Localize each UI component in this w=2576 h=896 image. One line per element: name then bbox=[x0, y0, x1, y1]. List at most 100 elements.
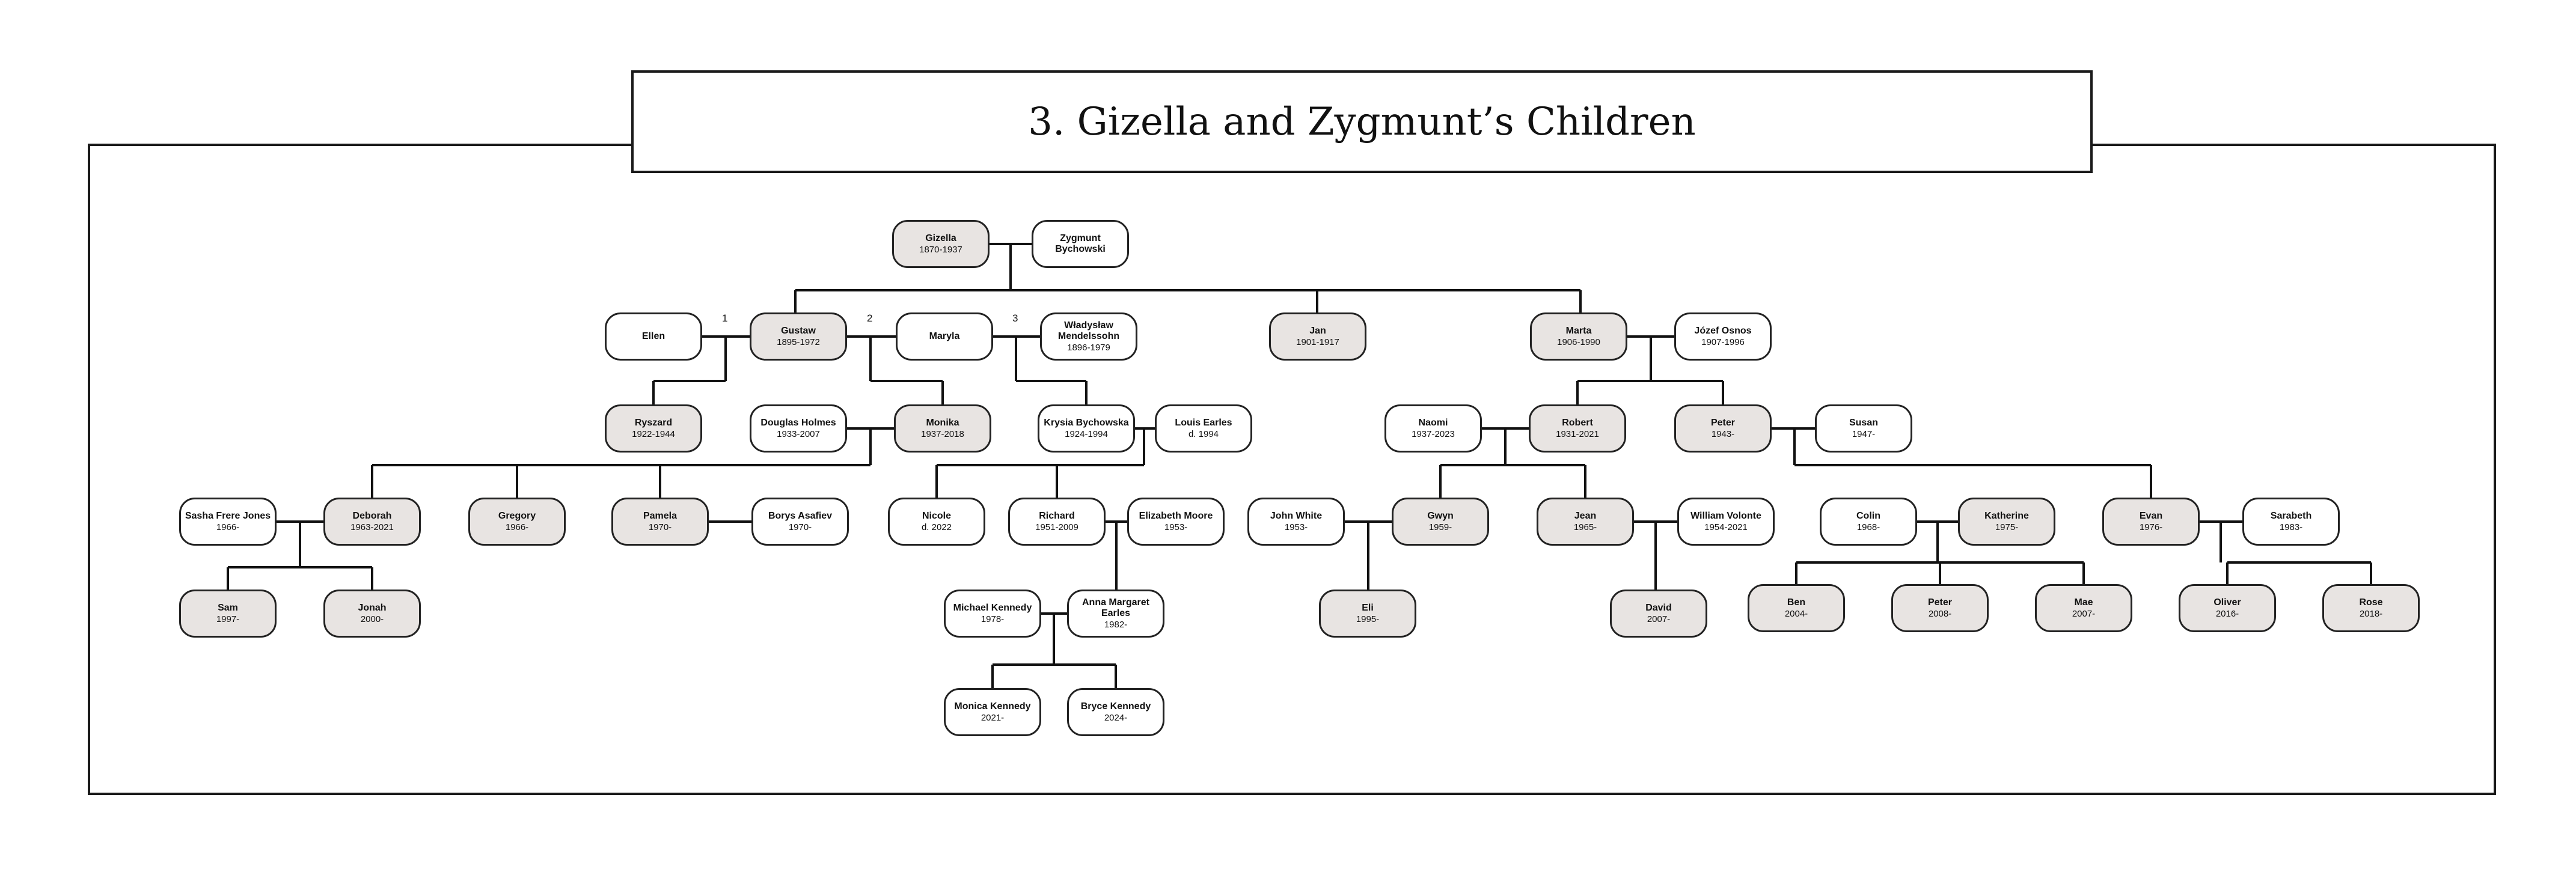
person-dates: 1954-2021 bbox=[1704, 522, 1748, 532]
person-dates: 1975- bbox=[1995, 522, 2019, 532]
person-name: Nicole bbox=[922, 511, 951, 522]
person-dates: 1970- bbox=[648, 522, 672, 532]
person-name: Ellen bbox=[641, 331, 665, 341]
person-name: Elizabeth Moore bbox=[1139, 511, 1213, 522]
person-name: Marta bbox=[1565, 326, 1592, 337]
person-dates: 1963-2021 bbox=[350, 522, 394, 532]
person-dates: 2024- bbox=[1104, 712, 1128, 723]
person-name: Monika bbox=[926, 418, 959, 428]
person-name: Mae bbox=[2074, 597, 2093, 608]
person-dates: 1953- bbox=[1164, 522, 1188, 532]
person-dates: 1922-1944 bbox=[632, 428, 675, 439]
person-name: Gustaw bbox=[781, 326, 816, 337]
person-dates: 1978- bbox=[981, 614, 1005, 624]
person-name: Borys Asafiev bbox=[768, 511, 833, 522]
person-name: Sasha Frere Jones bbox=[185, 511, 271, 522]
person-name: Józef Osnos bbox=[1694, 326, 1752, 337]
person-dates: 1959- bbox=[1428, 522, 1452, 532]
person-name: Bychowski bbox=[1055, 244, 1106, 254]
person-name: Jean bbox=[1574, 511, 1597, 522]
person-name: Rose bbox=[2359, 597, 2383, 608]
person-dates: 1970- bbox=[788, 522, 812, 532]
person-dates: 2007- bbox=[1647, 614, 1671, 624]
person-name: Gregory bbox=[498, 511, 536, 522]
person-dates: 1995- bbox=[1356, 614, 1380, 624]
person-name: Mendelssohn bbox=[1057, 331, 1120, 342]
person-dates: 1870-1937 bbox=[919, 244, 962, 255]
person-name: Douglas Holmes bbox=[760, 418, 836, 428]
person-name: Gwyn bbox=[1427, 511, 1454, 522]
person-dates: 1924-1994 bbox=[1065, 428, 1108, 439]
person-name: Richard bbox=[1039, 511, 1075, 522]
person-name: Eli bbox=[1362, 603, 1374, 614]
person-name: Zygmunt bbox=[1060, 233, 1101, 243]
person-name: William Volonte bbox=[1690, 511, 1761, 522]
person-dates: 1895-1972 bbox=[777, 337, 820, 347]
person-name: Maryla bbox=[929, 331, 960, 341]
page-title: 3. Gizella and Zygmunt’s Children bbox=[1028, 99, 1696, 144]
person-name: Naomi bbox=[1418, 418, 1448, 428]
person-name: Earles bbox=[1101, 608, 1131, 619]
person-dates: 1943- bbox=[1711, 428, 1735, 439]
person-name: Katherine bbox=[1984, 511, 2029, 522]
person-name: Jan bbox=[1309, 326, 1326, 337]
person-dates: 1982- bbox=[1104, 619, 1128, 630]
person-name: Peter bbox=[1710, 418, 1736, 428]
person-dates: 1966- bbox=[505, 522, 529, 532]
marriage-label-3: 3 bbox=[1012, 312, 1018, 324]
person-name: Anna Margaret bbox=[1081, 597, 1150, 608]
person-dates: 1906-1990 bbox=[1557, 337, 1600, 347]
person-dates: d. 2022 bbox=[921, 522, 952, 532]
person-dates: 1931-2021 bbox=[1556, 428, 1599, 439]
person-dates: d. 1994 bbox=[1188, 428, 1219, 439]
person-name: Sarabeth bbox=[2270, 511, 2312, 522]
person-dates: 1896-1979 bbox=[1067, 342, 1110, 353]
person-dates: 1976- bbox=[2139, 522, 2163, 532]
person-name: Władysław bbox=[1064, 320, 1113, 331]
person-name: Krysia Bychowska bbox=[1044, 418, 1129, 428]
person-name: Sam bbox=[218, 603, 238, 614]
person-name: Louis Earles bbox=[1175, 418, 1232, 428]
person-ellen: Ellen bbox=[605, 312, 702, 361]
person-dates: 1947- bbox=[1852, 428, 1876, 439]
person-dates: 1937-2023 bbox=[1412, 428, 1455, 439]
person-name: Evan bbox=[2139, 511, 2163, 522]
person-name: Susan bbox=[1849, 418, 1878, 428]
person-name: David bbox=[1645, 603, 1672, 614]
person-dates: 1937-2018 bbox=[921, 428, 964, 439]
person-dates: 2008- bbox=[1928, 608, 1952, 619]
person-name: Pamela bbox=[643, 511, 678, 522]
person-dates: 2007- bbox=[2072, 608, 2096, 619]
person-dates: 2018- bbox=[2359, 608, 2383, 619]
